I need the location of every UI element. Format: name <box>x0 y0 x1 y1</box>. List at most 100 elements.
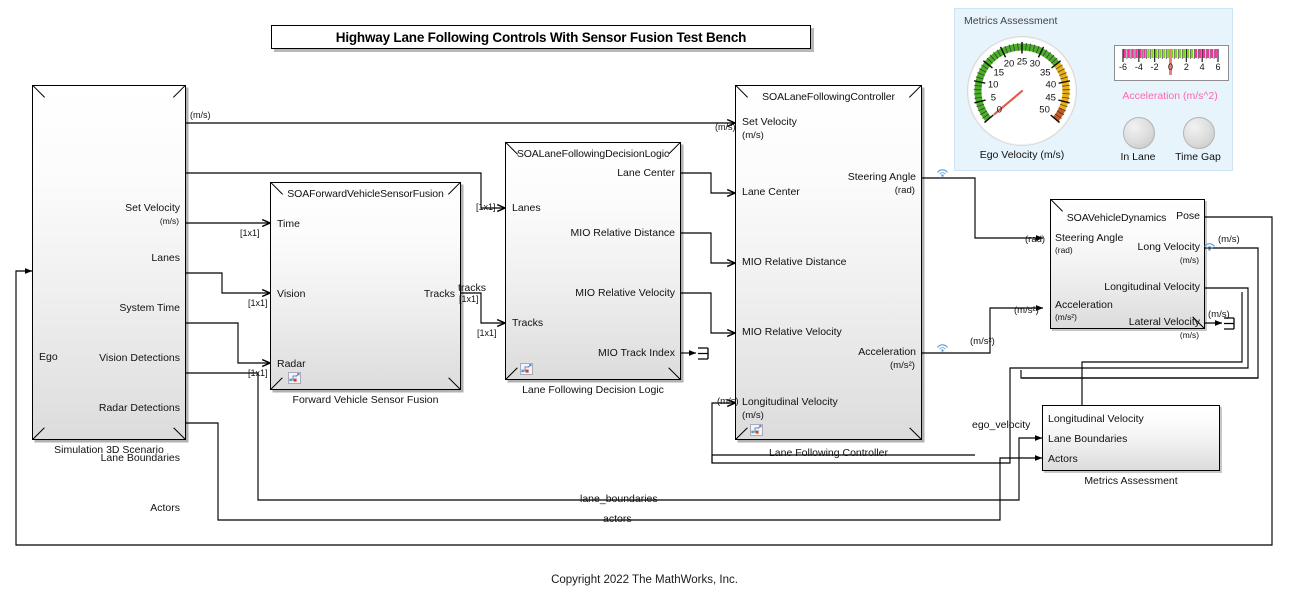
gauge-tick-15: 15 <box>993 67 1005 79</box>
port-out-lateral-velocity: Lateral Velocity <box>1128 316 1200 328</box>
signal-label-set-velocity-unit: (m/s) <box>190 110 211 120</box>
unit-in-steering-angle: (rad) <box>1055 245 1073 255</box>
unit-set-velocity: (m/s) <box>159 216 179 226</box>
port-in-acceleration: Acceleration <box>1055 299 1113 311</box>
block-simulation-3d-scenario[interactable]: Ego Set Velocity (m/s) Lanes System Time… <box>32 85 186 514</box>
unit-in-set-velocity: (m/s) <box>742 130 764 141</box>
block-metrics-assessment[interactable]: Longitudinal Velocity Lane Boundaries Ac… <box>1042 405 1220 487</box>
unit-out-acceleration: (m/s²) <box>889 360 915 371</box>
copyright-text: Copyright 2022 The MathWorks, Inc. <box>551 574 738 586</box>
signal-dim-radar: [1x1] <box>248 368 268 378</box>
port-in-set-velocity: Set Velocity <box>742 116 797 128</box>
acceleration-tick-2: 2 <box>1183 62 1189 72</box>
radiate-icon <box>936 164 949 177</box>
port-out-system-time: System Time <box>119 302 180 314</box>
gauge-tick-10: 10 <box>987 79 999 91</box>
dashboard-title: Metrics Assessment <box>964 15 1058 27</box>
block-caption-simulation-3d-scenario: Simulation 3D Scenario <box>54 444 164 456</box>
signal-label-lateral-velocity-unit: (m/s) <box>1208 309 1230 320</box>
lamp-time-gap[interactable] <box>1183 117 1215 149</box>
port-out-mio-relative-velocity: MIO Relative Velocity <box>575 287 675 299</box>
corner-notch <box>1051 200 1063 212</box>
radiate-icon <box>936 339 949 352</box>
port-out-mio-relative-distance: MIO Relative Distance <box>570 227 675 239</box>
block-vehicle-dynamics[interactable]: SOAVehicleDynamics Steering Angle (rad) … <box>1050 199 1205 339</box>
acceleration-tick-4: 4 <box>1199 62 1205 72</box>
gauge-graphics <box>973 42 1071 124</box>
signal-dim-tracks-b: [1x1] <box>477 328 497 338</box>
corner-notch <box>271 377 283 389</box>
atomic-subsystem-badge-icon <box>750 423 763 436</box>
port-in-steering-angle: Steering Angle <box>1055 232 1124 244</box>
port-in-lanes: Lanes <box>512 202 541 214</box>
gauge-tick-50: 50 <box>1039 104 1050 116</box>
gauge-tick-25: 25 <box>1016 56 1028 67</box>
corner-notch <box>173 427 185 439</box>
port-out-lane-center: Lane Center <box>617 167 675 179</box>
block-caption-controller: Lane Following Controller <box>768 447 889 459</box>
port-out-long-velocity: Long Velocity <box>1137 241 1200 253</box>
corner-notch <box>506 367 518 379</box>
terminator-icon <box>1223 317 1236 330</box>
port-in-metrics-actors: Actors <box>1048 453 1078 465</box>
port-out-pose: Pose <box>1176 210 1200 222</box>
signal-dim-vision: [1x1] <box>248 298 268 308</box>
port-in-vision: Vision <box>277 288 306 300</box>
unit-in-acceleration: (m/s²) <box>1055 312 1077 322</box>
signal-label-ego-velocity: ego_velocity <box>972 419 1031 431</box>
signal-label-actors: actors <box>603 513 632 525</box>
page-title: Highway Lane Following Controls With Sen… <box>335 29 747 45</box>
gauge-tick-5: 5 <box>990 92 997 104</box>
acceleration-tick-0: 0 <box>1167 62 1174 72</box>
signal-label-steering-rad-in: (rad) <box>1025 234 1046 245</box>
port-out-lanes: Lanes <box>151 252 180 264</box>
corner-notch <box>173 86 185 98</box>
gauge-tick-30: 30 <box>1029 58 1041 70</box>
port-out-lane-boundaries: Lane Boundaries <box>100 452 180 464</box>
gauge-tick-45: 45 <box>1045 92 1056 104</box>
gauge-tick-40: 40 <box>1045 79 1057 91</box>
block-title-vehicle-dynamics: SOAVehicleDynamics <box>1066 212 1167 224</box>
acceleration-tick--2: -2 <box>1150 62 1159 72</box>
gauge-tick-20: 20 <box>1003 58 1015 70</box>
port-out-mio-track-index: MIO Track Index <box>597 347 675 359</box>
radiate-icon <box>1203 238 1216 251</box>
block-lane-following-decision-logic[interactable]: SOALaneFollowingDecisionLogic Lanes Trac… <box>505 142 681 396</box>
port-out-tracks: Tracks <box>423 288 455 300</box>
lamp-in-lane[interactable] <box>1123 117 1155 149</box>
port-in-radar: Radar <box>277 358 306 370</box>
unit-in-longitudinal-velocity: (m/s) <box>742 410 764 421</box>
acceleration-caption: Acceleration (m/s^2) <box>1122 90 1218 102</box>
gauge-tick-0: 0 <box>996 104 1003 116</box>
signal-label-lane-boundaries: lane_boundaries <box>580 493 658 505</box>
port-out-longitudinal-velocity: Longitudinal Velocity <box>1104 281 1200 293</box>
port-out-steering-angle: Steering Angle <box>847 171 916 183</box>
port-out-vision-detections: Vision Detections <box>99 352 180 364</box>
acceleration-tick--4: -4 <box>1134 62 1143 72</box>
signal-label-long-velocity-unit: (m/s) <box>1218 234 1240 245</box>
model-title-banner: Highway Lane Following Controls With Sen… <box>271 25 811 49</box>
corner-notch <box>33 427 45 439</box>
block-title-decision: SOALaneFollowingDecisionLogic <box>516 148 670 160</box>
block-title-fusion: SOAForwardVehicleSensorFusion <box>287 188 444 200</box>
signal-dim-tracks-a: [1x1] <box>459 294 479 304</box>
acceleration-tick--6: -6 <box>1118 62 1128 72</box>
corner-notch <box>668 367 680 379</box>
block-title-controller: SOALaneFollowingController <box>762 91 895 103</box>
signal-label-set-velocity-unit-in: (m/s) <box>715 122 736 132</box>
block-lane-following-controller[interactable]: SOALaneFollowingController Set Velocity … <box>735 85 922 459</box>
lamp-caption-time-gap: Time Gap <box>1175 151 1221 163</box>
lamp-caption-in-lane: In Lane <box>1120 151 1156 163</box>
corner-notch <box>33 86 45 98</box>
port-in-mio-relative-velocity: MIO Relative Velocity <box>742 326 842 338</box>
signal-dim-lanes: [1x1] <box>476 202 496 212</box>
block-forward-vehicle-sensor-fusion[interactable]: SOAForwardVehicleSensorFusion Time Visio… <box>270 182 461 406</box>
atomic-subsystem-badge-icon <box>520 362 533 375</box>
port-in-ego: Ego <box>39 351 58 363</box>
corner-notch <box>909 427 921 439</box>
port-in-tracks: Tracks <box>512 317 544 329</box>
